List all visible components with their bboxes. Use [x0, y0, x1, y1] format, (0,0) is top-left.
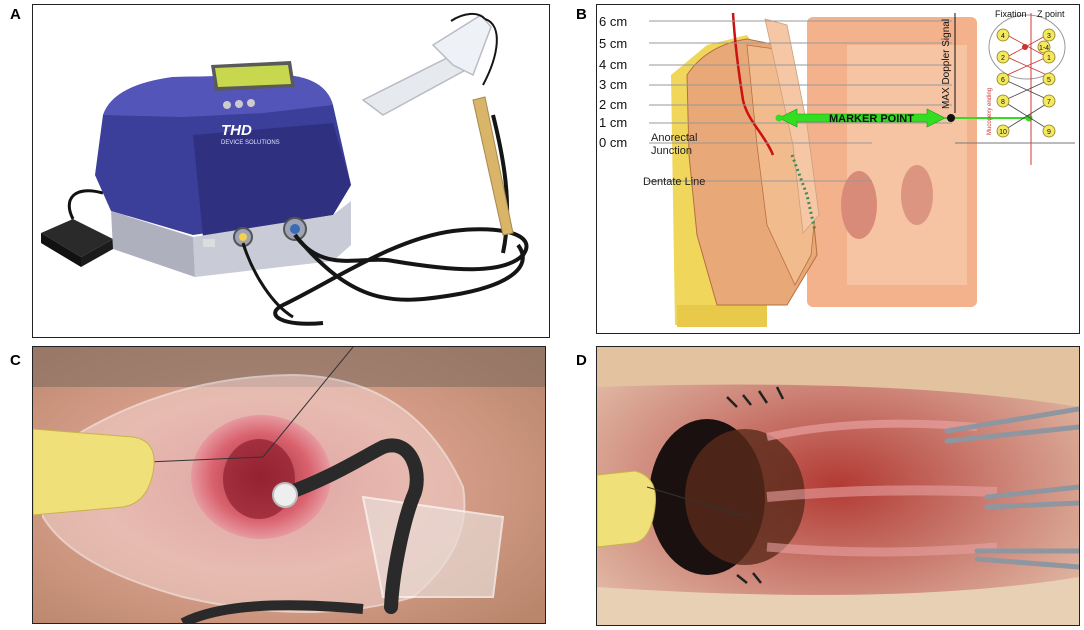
scale-label-3cm: 3 cm: [599, 77, 627, 92]
mucopexy-result-illustration: [597, 347, 1079, 625]
inset-num-5: 5: [1047, 77, 1051, 84]
proctoscope-probe: [361, 13, 514, 236]
thd-console: [95, 61, 351, 277]
fixation-inset: 4 3 1-4 2 1 6 5 8 7 10 9 Fixation Z poin…: [955, 9, 1075, 165]
inset-num-1-4: 1-4: [1039, 45, 1049, 52]
forceps: [944, 406, 1079, 570]
marker-point-label: MARKER POINT: [829, 113, 914, 125]
device-brand-text: THD: [221, 122, 252, 139]
panel-label-d: D: [576, 352, 587, 369]
inset-num-2: 2: [1001, 55, 1005, 62]
scale-label-5cm: 5 cm: [599, 36, 627, 51]
thd-device-illustration: THD DEVICE SOLUTIONS: [41, 13, 529, 326]
anorectal-label: Anorectal: [651, 132, 697, 144]
inset-num-8: 8: [1001, 99, 1005, 106]
junction-label: Junction: [651, 145, 692, 157]
scale-label-1cm: 1 cm: [599, 115, 627, 130]
proctoscope-in-situ-illustration: [33, 347, 545, 623]
inset-num-3: 3: [1047, 33, 1051, 40]
device-subbrand-text: DEVICE SOLUTIONS: [221, 140, 280, 146]
panel-a-device-photo: THD DEVICE SOLUTIONS: [32, 4, 550, 338]
panel-d-surgical-photo: [596, 346, 1080, 626]
inset-num-7: 7: [1047, 99, 1051, 106]
inset-num-9: 9: [1047, 129, 1051, 136]
inset-num-1: 1: [1047, 55, 1051, 62]
marker-point-arrow: [775, 108, 1033, 128]
doppler-signal-label: MAX Doppler Signal: [941, 19, 952, 109]
panel-c-surgical-photo: [32, 346, 546, 624]
mucopexy-label: Mucopexy ending: [987, 88, 993, 135]
scale-label-4cm: 4 cm: [599, 57, 627, 72]
anorectal-illustration: 6 cm 5 cm 4 cm 3 cm 2 cm 1 cm 0 cm Anore…: [599, 9, 1075, 327]
panel-label-b: B: [576, 6, 587, 23]
foot-pedal: [41, 219, 113, 267]
z-point-label: Z point: [1037, 9, 1065, 19]
panel-b-anatomy-diagram: 6 cm 5 cm 4 cm 3 cm 2 cm 1 cm 0 cm Anore…: [596, 4, 1080, 334]
panel-label-a: A: [10, 6, 21, 23]
dentate-line-label: Dentate Line: [643, 176, 705, 188]
scale-label-0cm: 0 cm: [599, 135, 627, 150]
scale-label-6cm: 6 cm: [599, 14, 627, 29]
scale-label-2cm: 2 cm: [599, 97, 627, 112]
fixation-label: Fixation: [995, 9, 1027, 19]
inset-num-4: 4: [1001, 33, 1005, 40]
panel-label-c: C: [10, 352, 21, 369]
inset-num-10: 10: [999, 129, 1007, 136]
hemorrhoidal-artery-line: [731, 12, 775, 156]
inset-num-6: 6: [1001, 77, 1005, 84]
